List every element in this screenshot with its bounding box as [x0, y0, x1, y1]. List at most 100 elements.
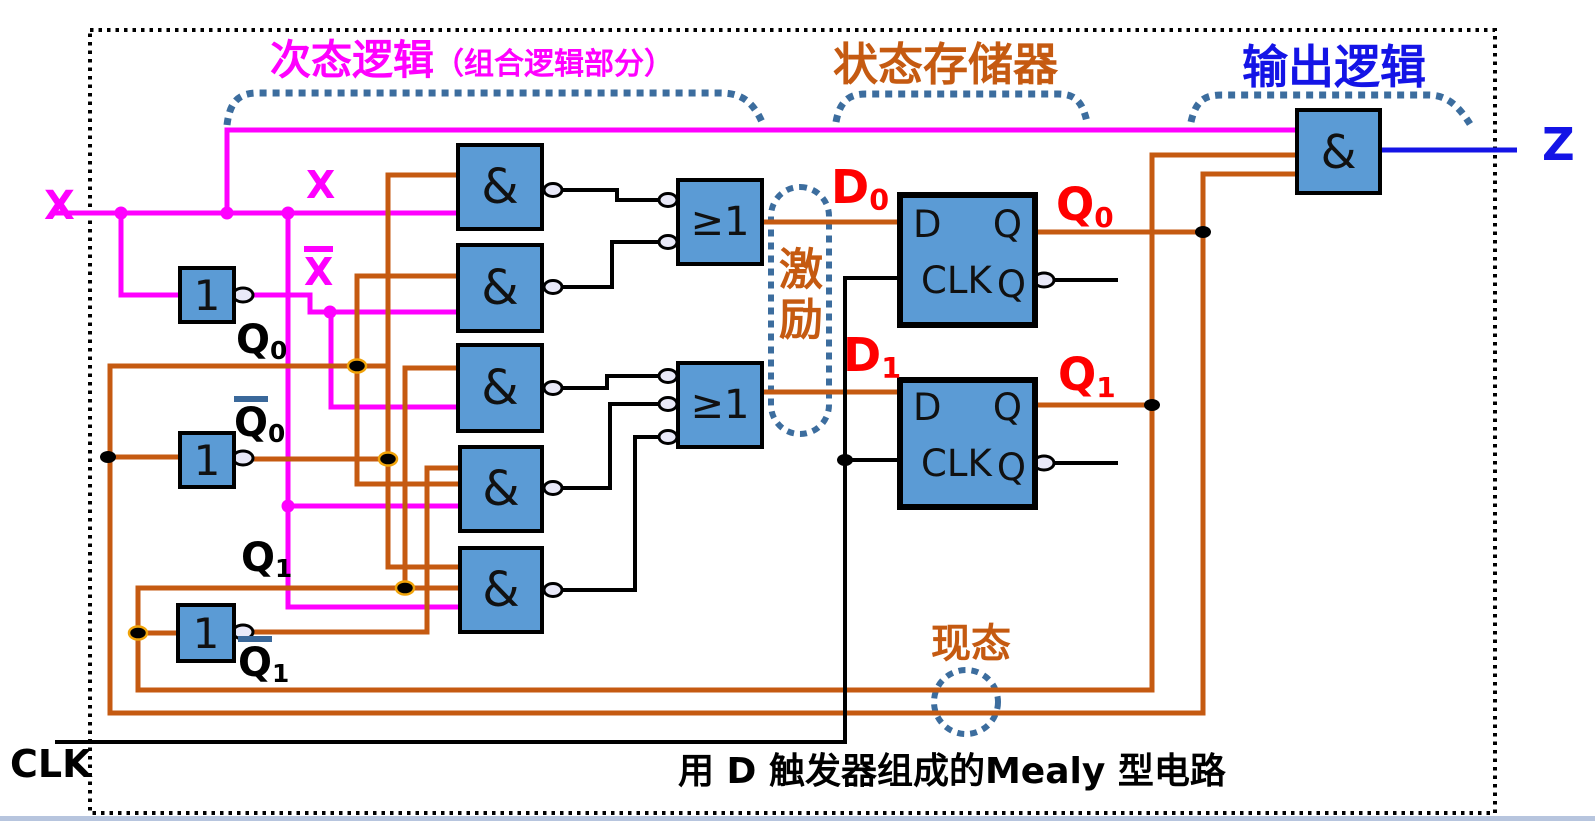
junction-x-top	[220, 206, 234, 220]
label-x-input: X	[44, 183, 75, 229]
title-next-state-logic: 次态逻辑（组合逻辑部分）	[270, 40, 674, 81]
title-state-memory: 状态存储器	[833, 38, 1059, 91]
title-next-state-main: 次态逻辑	[270, 36, 434, 84]
label-present-state: 现态	[931, 621, 1011, 667]
label-x-bar: X	[304, 246, 334, 291]
or-gate-2: ≥1	[676, 361, 764, 449]
output-and-gate: &	[1295, 108, 1382, 195]
label-d0: D0	[831, 164, 889, 216]
bubble-and5-out	[542, 582, 564, 598]
or1-symbol: ≥1	[690, 199, 750, 245]
junction-q1-line	[394, 580, 416, 596]
bubble-and1-out	[542, 182, 564, 198]
output-and-symbol: &	[1320, 124, 1357, 179]
ff0-qbar-pin: Q	[996, 263, 1026, 306]
label-x-bar-text: X	[304, 246, 334, 291]
ff1-d-pin: D	[913, 386, 942, 429]
label-d1-sub: 1	[881, 352, 902, 386]
ff1-clk-pin: CLK	[921, 442, 992, 485]
junction-q0bar-line	[377, 451, 399, 467]
bubble-not2-out	[231, 449, 255, 467]
label-d1: D1	[843, 332, 901, 384]
bubble-or2-in2	[657, 396, 679, 412]
section-braces	[223, 89, 1473, 737]
not1-symbol: 1	[193, 270, 221, 320]
label-excitation: 激励	[771, 246, 822, 346]
d-flipflop-0: D Q CLK Q	[897, 192, 1038, 328]
bottom-edge-strip	[0, 816, 1595, 821]
label-q1-out: Q1	[1058, 352, 1116, 402]
wire-q0-feedback	[107, 171, 1297, 716]
label-q1-out-sub: 1	[1096, 370, 1116, 404]
brace-state-memory	[832, 90, 1091, 123]
label-q0-bar-sub: 0	[268, 419, 286, 449]
wire-q0-to-and2-and4	[354, 273, 462, 487]
label-q1-sub: 1	[275, 554, 293, 584]
junction-clk	[837, 454, 853, 466]
logic-wires	[55, 188, 1118, 744]
bubble-or1-in1	[657, 192, 679, 208]
junction-x-riser	[281, 206, 295, 220]
title-output-logic: 输出逻辑	[1242, 40, 1426, 94]
label-q0-sub: 0	[270, 336, 288, 366]
and1-symbol: &	[481, 159, 519, 215]
wire-q1-feedback	[135, 152, 1297, 693]
wire-and4-or2	[563, 402, 659, 490]
excitation-capsule	[768, 184, 832, 437]
and5-symbol: &	[482, 562, 520, 618]
junction-x-and4	[281, 499, 295, 513]
bubble-not1-out	[231, 286, 255, 304]
diagram-caption: 用 D 触发器组成的Mealy 型电路	[678, 751, 1226, 792]
label-q0: Q0	[236, 320, 287, 364]
junction-q1-out	[1144, 399, 1160, 411]
wire-x-to-not1	[118, 213, 182, 298]
state-wires	[107, 152, 1297, 716]
and-gate-2: &	[456, 243, 544, 333]
and-gate-1: &	[456, 143, 544, 231]
label-q1-main: Q	[241, 535, 276, 581]
label-q0-main: Q	[236, 317, 271, 363]
and4-symbol: &	[482, 461, 520, 517]
ff0-clk-pin: CLK	[921, 259, 992, 302]
wire-clk	[55, 276, 900, 744]
wire-q1bar-to-and4	[253, 465, 462, 635]
label-x: X	[306, 163, 336, 207]
and2-symbol: &	[481, 260, 519, 316]
bubble-and4-out	[542, 480, 564, 496]
label-z-output: Z	[1542, 118, 1575, 171]
junction-q1-not3	[127, 625, 149, 641]
label-clk: CLK	[10, 742, 92, 786]
d-flipflop-1: D Q CLK Q	[897, 377, 1038, 510]
wire-x-to-and5	[285, 213, 462, 610]
bubble-and2-out	[542, 279, 564, 295]
dotted-border	[88, 28, 1497, 815]
label-q0-out: Q0	[1056, 182, 1114, 232]
label-q0-out-main: Q	[1056, 178, 1095, 231]
and-gate-5: &	[458, 546, 544, 634]
brace-output-logic	[1187, 91, 1473, 126]
ff0-d-pin: D	[913, 203, 942, 246]
or2-symbol: ≥1	[690, 382, 750, 428]
not3-symbol: 1	[192, 608, 220, 658]
or-gate-1: ≥1	[676, 178, 764, 266]
wire-and5-or2	[563, 435, 659, 592]
wire-xbar-to-and2	[253, 292, 460, 315]
junction-q0-not2	[100, 451, 116, 463]
label-q1-bar-main: Q	[238, 636, 273, 683]
label-q0-out-sub: 0	[1094, 200, 1114, 234]
label-q0-bar-main: Q	[234, 396, 269, 443]
ff0-q-pin: Q	[992, 203, 1022, 246]
ff1-qbar-pin: Q	[996, 446, 1026, 489]
present-state-circle	[931, 667, 1001, 737]
wire-xbar-to-and3	[328, 312, 460, 410]
ff1-q-pin: Q	[992, 386, 1022, 429]
wire-and1-or1	[563, 188, 659, 202]
bubble-or2-in3	[657, 429, 679, 445]
junction-dots	[100, 206, 1211, 641]
junction-q0-out	[1195, 226, 1211, 238]
label-q1-bar: Q1	[238, 636, 289, 687]
junction-xbar	[323, 305, 337, 319]
bubble-and3-out	[542, 380, 564, 396]
